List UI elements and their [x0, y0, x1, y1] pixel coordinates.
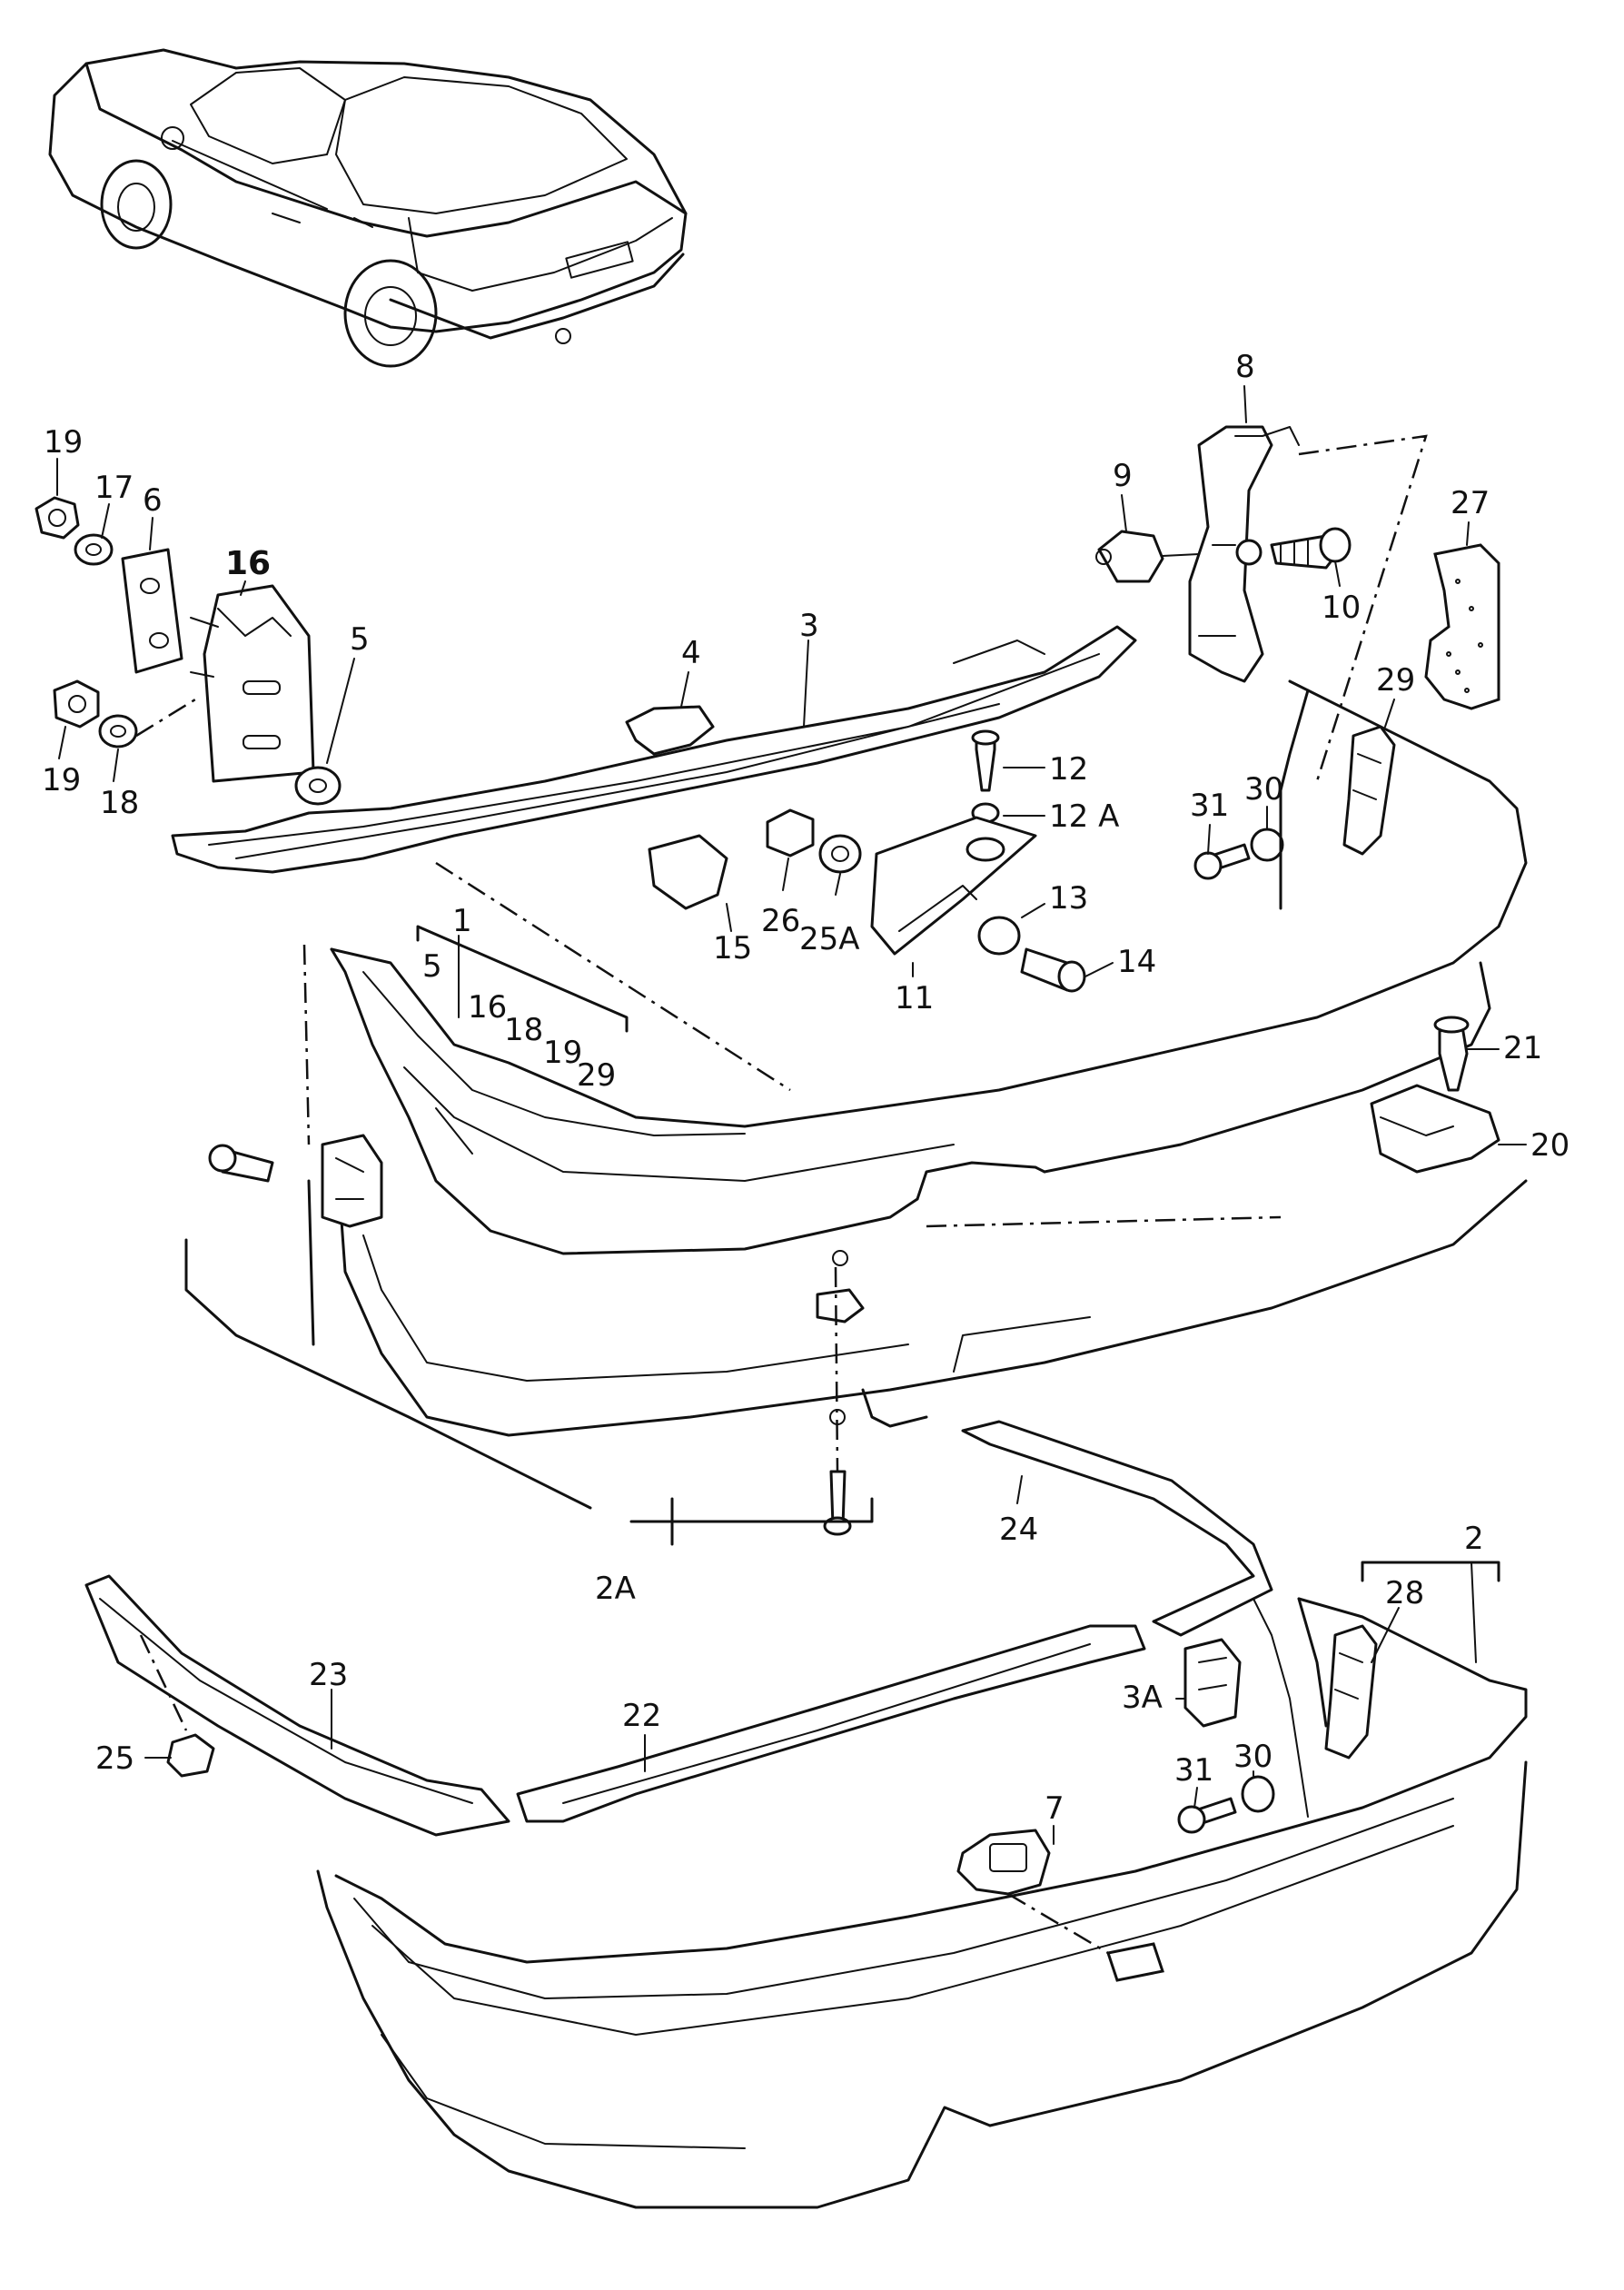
guide-8: [1188, 425, 1273, 683]
callout-10: 10: [1322, 590, 1361, 626]
callout-8: 8: [1235, 349, 1255, 385]
clip-4: [625, 705, 715, 756]
callout-12A: 12 A: [1049, 798, 1119, 835]
bumper-carrier-3: [171, 625, 1137, 874]
callout-4: 4: [681, 635, 701, 671]
callout-12: 12: [1049, 751, 1088, 788]
guide-29: [1342, 725, 1396, 856]
nut-19-upper: [35, 496, 80, 540]
callout-19-top: 19: [44, 424, 83, 461]
callout-27: 27: [1451, 485, 1490, 521]
nut-19-lower: [53, 679, 100, 729]
washer-18: [98, 714, 138, 748]
buffer-9: [1097, 530, 1164, 583]
bumper-cover-2: [316, 1597, 1528, 2209]
callout-1: 1: [452, 903, 472, 939]
callout-9: 9: [1113, 458, 1133, 494]
dash-line-upper-left: [435, 861, 791, 1092]
guide-clip-upper: [1193, 725, 1396, 880]
plate-6: [121, 548, 183, 674]
callout-26: 26: [761, 903, 800, 939]
callout-15: 15: [713, 930, 752, 967]
guide-28: [1324, 1624, 1378, 1760]
callout-5-group: 5: [422, 948, 442, 985]
mount-parts-center: [766, 729, 1086, 993]
bracket-16: [203, 584, 315, 783]
callout-31: 31: [1190, 788, 1229, 824]
callout-3A: 3A: [1122, 1680, 1163, 1716]
callout-30-lower: 30: [1233, 1739, 1272, 1775]
callout-31-lower: 31: [1174, 1752, 1213, 1789]
callout-19-bottom: 19: [42, 762, 81, 798]
center-nut-clip: [816, 1288, 865, 1323]
callout-29-group: 29: [577, 1057, 616, 1094]
callout-2A: 2A: [595, 1571, 636, 1607]
callout-28: 28: [1385, 1575, 1424, 1611]
callout-16-group: 16: [468, 989, 507, 1026]
callout-17: 17: [94, 470, 134, 506]
foam-texture: [1446, 579, 1483, 693]
callout-30: 30: [1244, 771, 1283, 808]
trim-strip-24: [961, 1420, 1273, 1637]
washer-30-lower: [1241, 1775, 1275, 1813]
callout-20: 20: [1530, 1127, 1570, 1164]
callout-21: 21: [1503, 1030, 1542, 1066]
pin-21: [1438, 1025, 1469, 1092]
callout-16-bold: 16: [225, 545, 271, 582]
group-bracket-2A: [184, 1238, 874, 1523]
support-20: [1370, 1084, 1500, 1174]
callout-25A: 25A: [799, 921, 860, 957]
side-guide-parts: [1095, 425, 1428, 782]
callout-labels: 19 17 6 16 5 19 18 4 3 8 9 10 27 12 12 A…: [42, 349, 1570, 1827]
nut-26: [766, 808, 815, 858]
callout-2: 2: [1464, 1521, 1484, 1557]
callout-3: 3: [799, 608, 819, 644]
clip-3A: [1183, 1638, 1242, 1728]
callout-18: 18: [100, 785, 139, 821]
callout-22: 22: [622, 1698, 661, 1734]
callout-25: 25: [95, 1740, 134, 1777]
callout-24: 24: [999, 1512, 1038, 1548]
callout-18-group: 18: [504, 1012, 543, 1048]
mounting-pad: [1106, 1942, 1164, 1982]
washer-30: [1250, 828, 1284, 862]
dash-line-left-vertical: [302, 944, 311, 1145]
callout-11: 11: [895, 980, 934, 1016]
clip-25: [166, 1733, 215, 1778]
washer-5: [294, 766, 342, 806]
callout-19-group: 19: [543, 1035, 582, 1071]
washer-17: [74, 533, 114, 566]
bumper-side-bracket: [321, 1134, 383, 1228]
trim-strip-22: [516, 1624, 1146, 1823]
washer-25A: [818, 834, 862, 874]
clip-15: [648, 834, 728, 910]
callout-13: 13: [1049, 880, 1088, 917]
callout-14: 14: [1117, 944, 1156, 980]
clip-7: [956, 1829, 1051, 1896]
callout-29: 29: [1376, 662, 1415, 699]
car-overview-illustration: [48, 48, 688, 368]
callout-7: 7: [1045, 1790, 1065, 1827]
callout-23: 23: [309, 1657, 348, 1693]
group-bracket-2: [1361, 1561, 1500, 1582]
callout-6: 6: [143, 482, 163, 519]
trim-strip-23: [84, 1574, 510, 1837]
washer-13: [977, 916, 1021, 956]
callout-5: 5: [350, 621, 370, 658]
left-bracket-cluster: [35, 496, 342, 806]
foam-block-27: [1424, 543, 1500, 710]
leader-lines: [56, 385, 1527, 1845]
dash-line-bumper-center: [926, 1215, 1282, 1228]
